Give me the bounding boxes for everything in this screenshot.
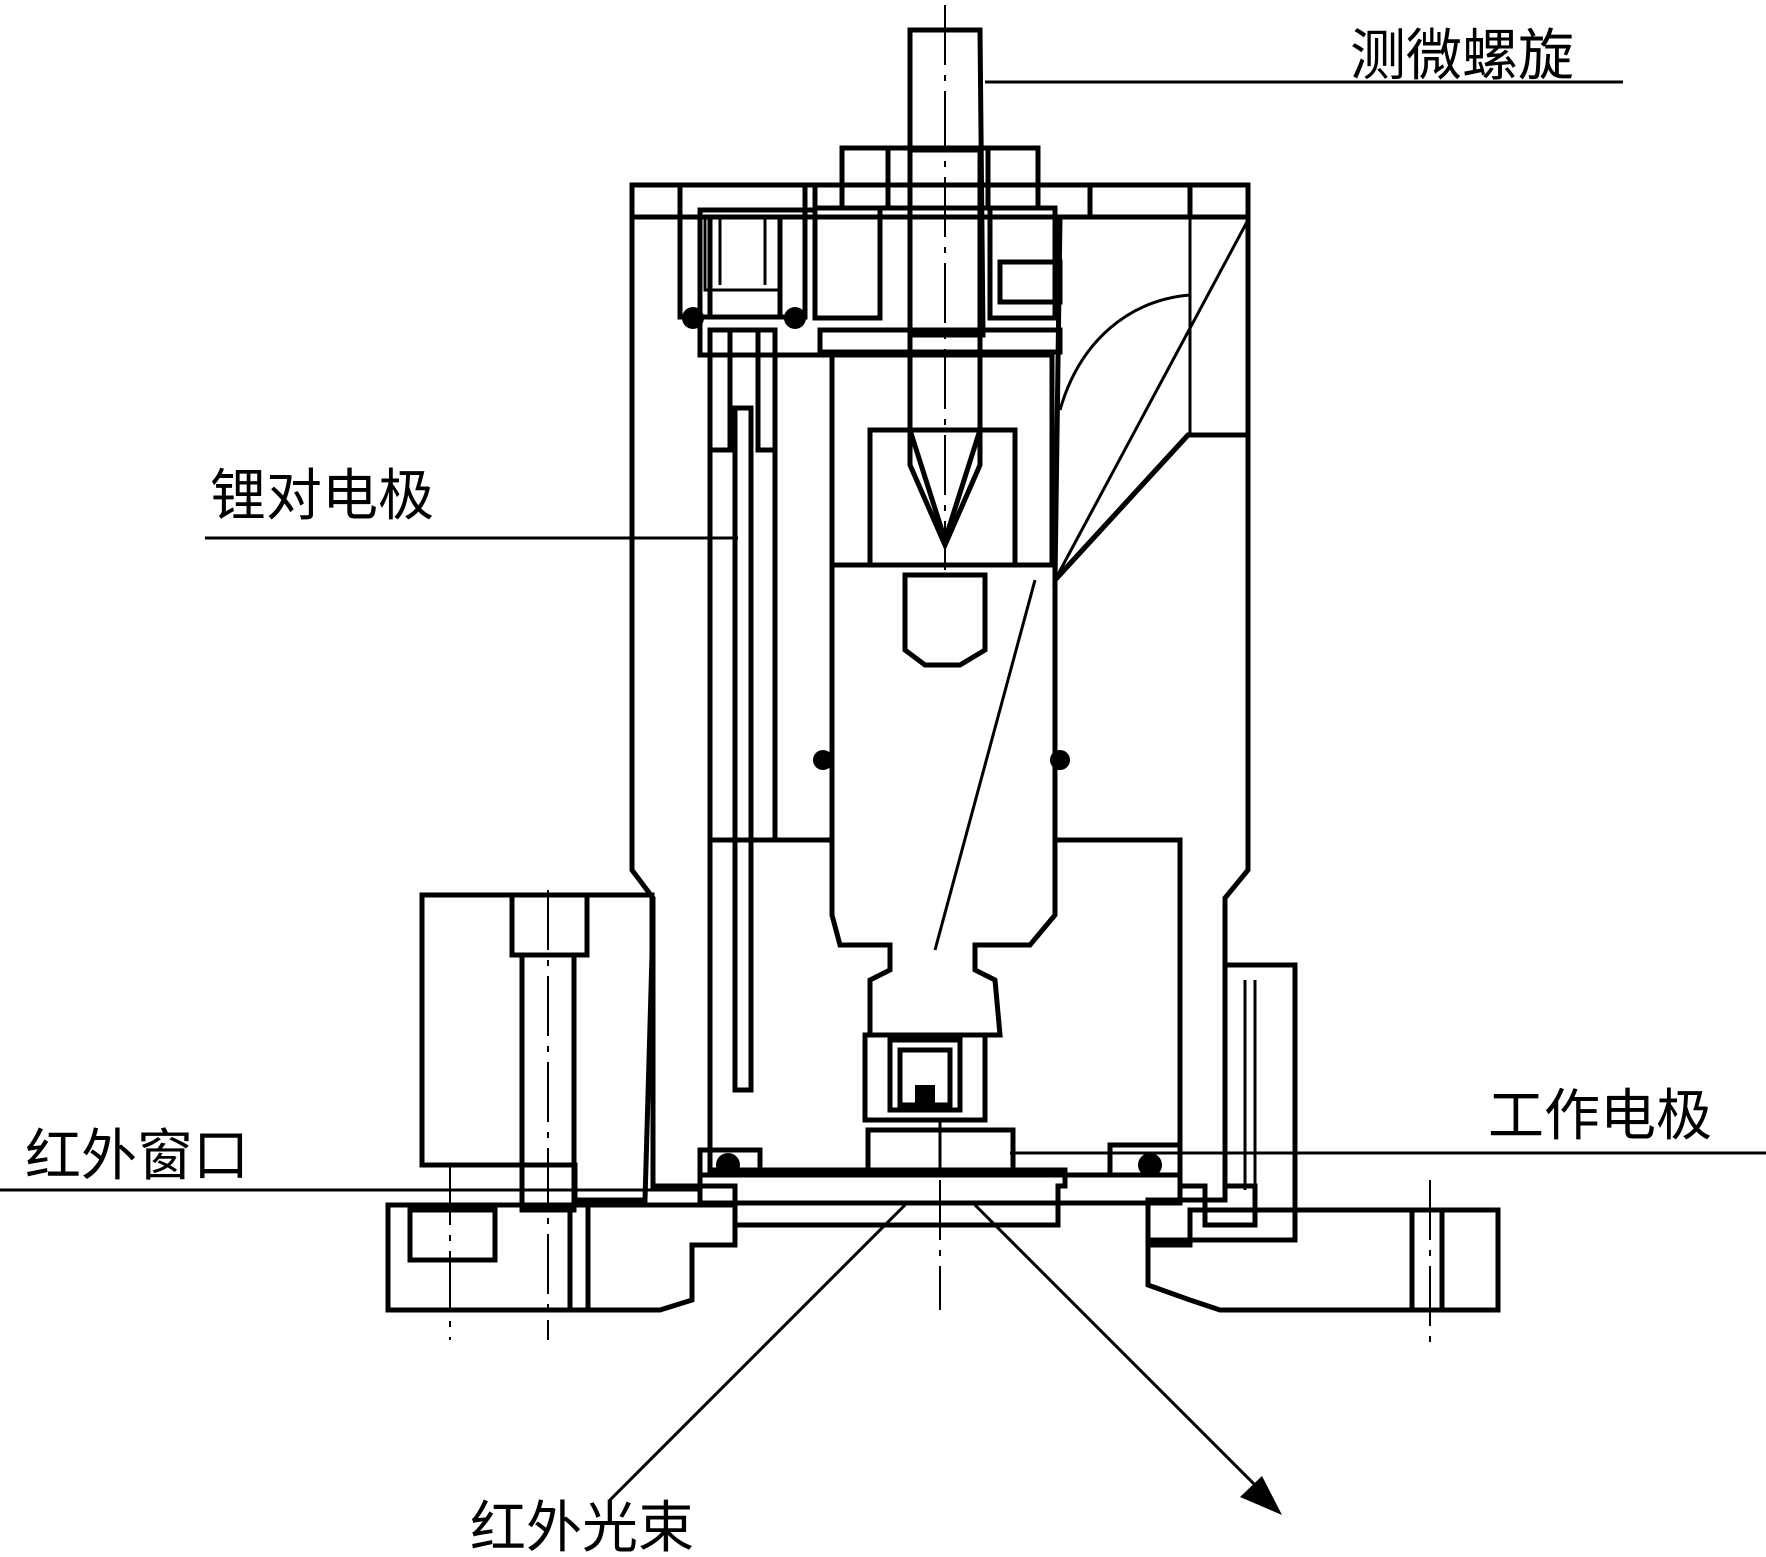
working-electrode-tip xyxy=(915,1085,935,1110)
label-ir-beam: 红外光束 xyxy=(470,1496,694,1557)
label-working-electrode: 工作电极 xyxy=(1488,1084,1712,1149)
label-ir-window: 红外窗口 xyxy=(25,1124,249,1189)
cell-body xyxy=(629,182,1258,1228)
beam-arrow-head xyxy=(1240,1476,1282,1515)
body-left-wall xyxy=(629,182,1068,1228)
o-ring-bottom-right xyxy=(1138,1153,1162,1177)
top-plate xyxy=(629,182,1251,220)
li-counter-electrode xyxy=(707,327,778,1093)
o-ring-mid-left xyxy=(813,750,833,770)
o-ring-mid-right xyxy=(1050,750,1070,770)
left-bolt-shank xyxy=(519,952,577,1213)
leader-lines xyxy=(0,80,1766,1192)
top-plate-hole-right xyxy=(1087,182,1193,220)
o-ring-bottom-left xyxy=(716,1153,740,1177)
left-clamp xyxy=(419,890,655,1340)
ir-beam xyxy=(608,1203,1282,1515)
left-bolt-head xyxy=(509,892,590,958)
label-li-counter-electrode: 锂对电极 xyxy=(210,464,434,529)
base-flange xyxy=(385,1180,1501,1345)
right-clamp xyxy=(1145,962,1298,1243)
li-electrode-rod xyxy=(732,405,754,1093)
label-micrometer: 测微螺旋 xyxy=(1350,24,1574,89)
working-electrode xyxy=(862,1032,1016,1178)
base-flange-left xyxy=(385,1202,738,1313)
o-ring-top-left xyxy=(682,307,704,329)
glass-piston xyxy=(829,562,1058,1038)
inclined-channel xyxy=(933,214,1251,951)
base-flange-right xyxy=(1145,1207,1501,1313)
inner-chamber xyxy=(813,352,1070,1038)
screw-pocket xyxy=(677,214,808,329)
o-ring-top-right xyxy=(784,307,806,329)
micrometer-screw xyxy=(812,5,1063,570)
